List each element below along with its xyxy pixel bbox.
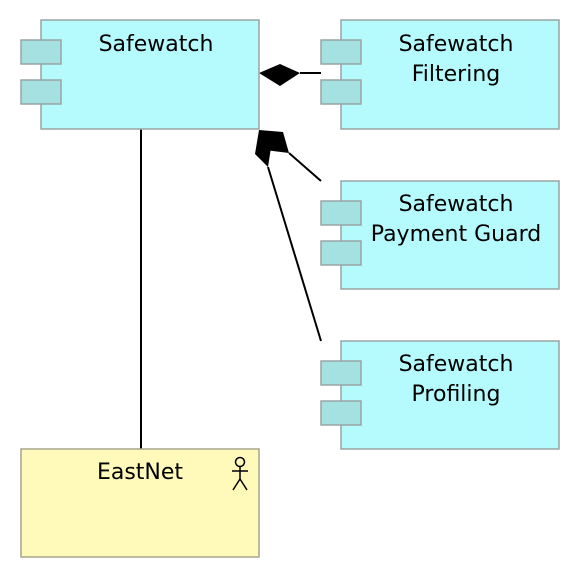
composition-diamond-filtering [259, 64, 300, 86]
actor-icon [232, 456, 248, 491]
component-port-icon [320, 360, 362, 386]
component-port-icon [320, 39, 362, 65]
composition-line-profiling[interactable] [267, 166, 322, 342]
actor-eastnet[interactable]: EastNet [20, 448, 260, 558]
component-port-icon [320, 240, 362, 266]
component-safewatch[interactable]: Safewatch [20, 19, 260, 130]
component-port-icon [320, 200, 362, 226]
component-port-icon [20, 79, 62, 105]
component-safewatch-profiling[interactable]: Safewatch Profiling [320, 340, 560, 450]
component-port-icon [20, 39, 62, 65]
component-port-icon [320, 400, 362, 426]
component-safewatch-payment-guard[interactable]: Safewatch Payment Guard [320, 180, 560, 290]
payment-guard-label-line1: Safewatch [399, 192, 514, 217]
connections [140, 64, 322, 449]
safewatch-label: Safewatch [99, 32, 214, 57]
component-safewatch-filtering[interactable]: Safewatch Filtering [320, 19, 560, 130]
component-port-icon [320, 79, 362, 105]
composition-diamond-profiling [255, 130, 272, 167]
eastnet-label: EastNet [97, 460, 183, 485]
payment-guard-label-line2: Payment Guard [371, 222, 541, 247]
filtering-label-line1: Safewatch [399, 32, 514, 57]
profiling-label-line2: Profiling [412, 382, 501, 407]
profiling-label-line1: Safewatch [399, 352, 514, 377]
filtering-label-line2: Filtering [412, 62, 501, 87]
composition-line-payment-guard[interactable] [288, 152, 322, 182]
